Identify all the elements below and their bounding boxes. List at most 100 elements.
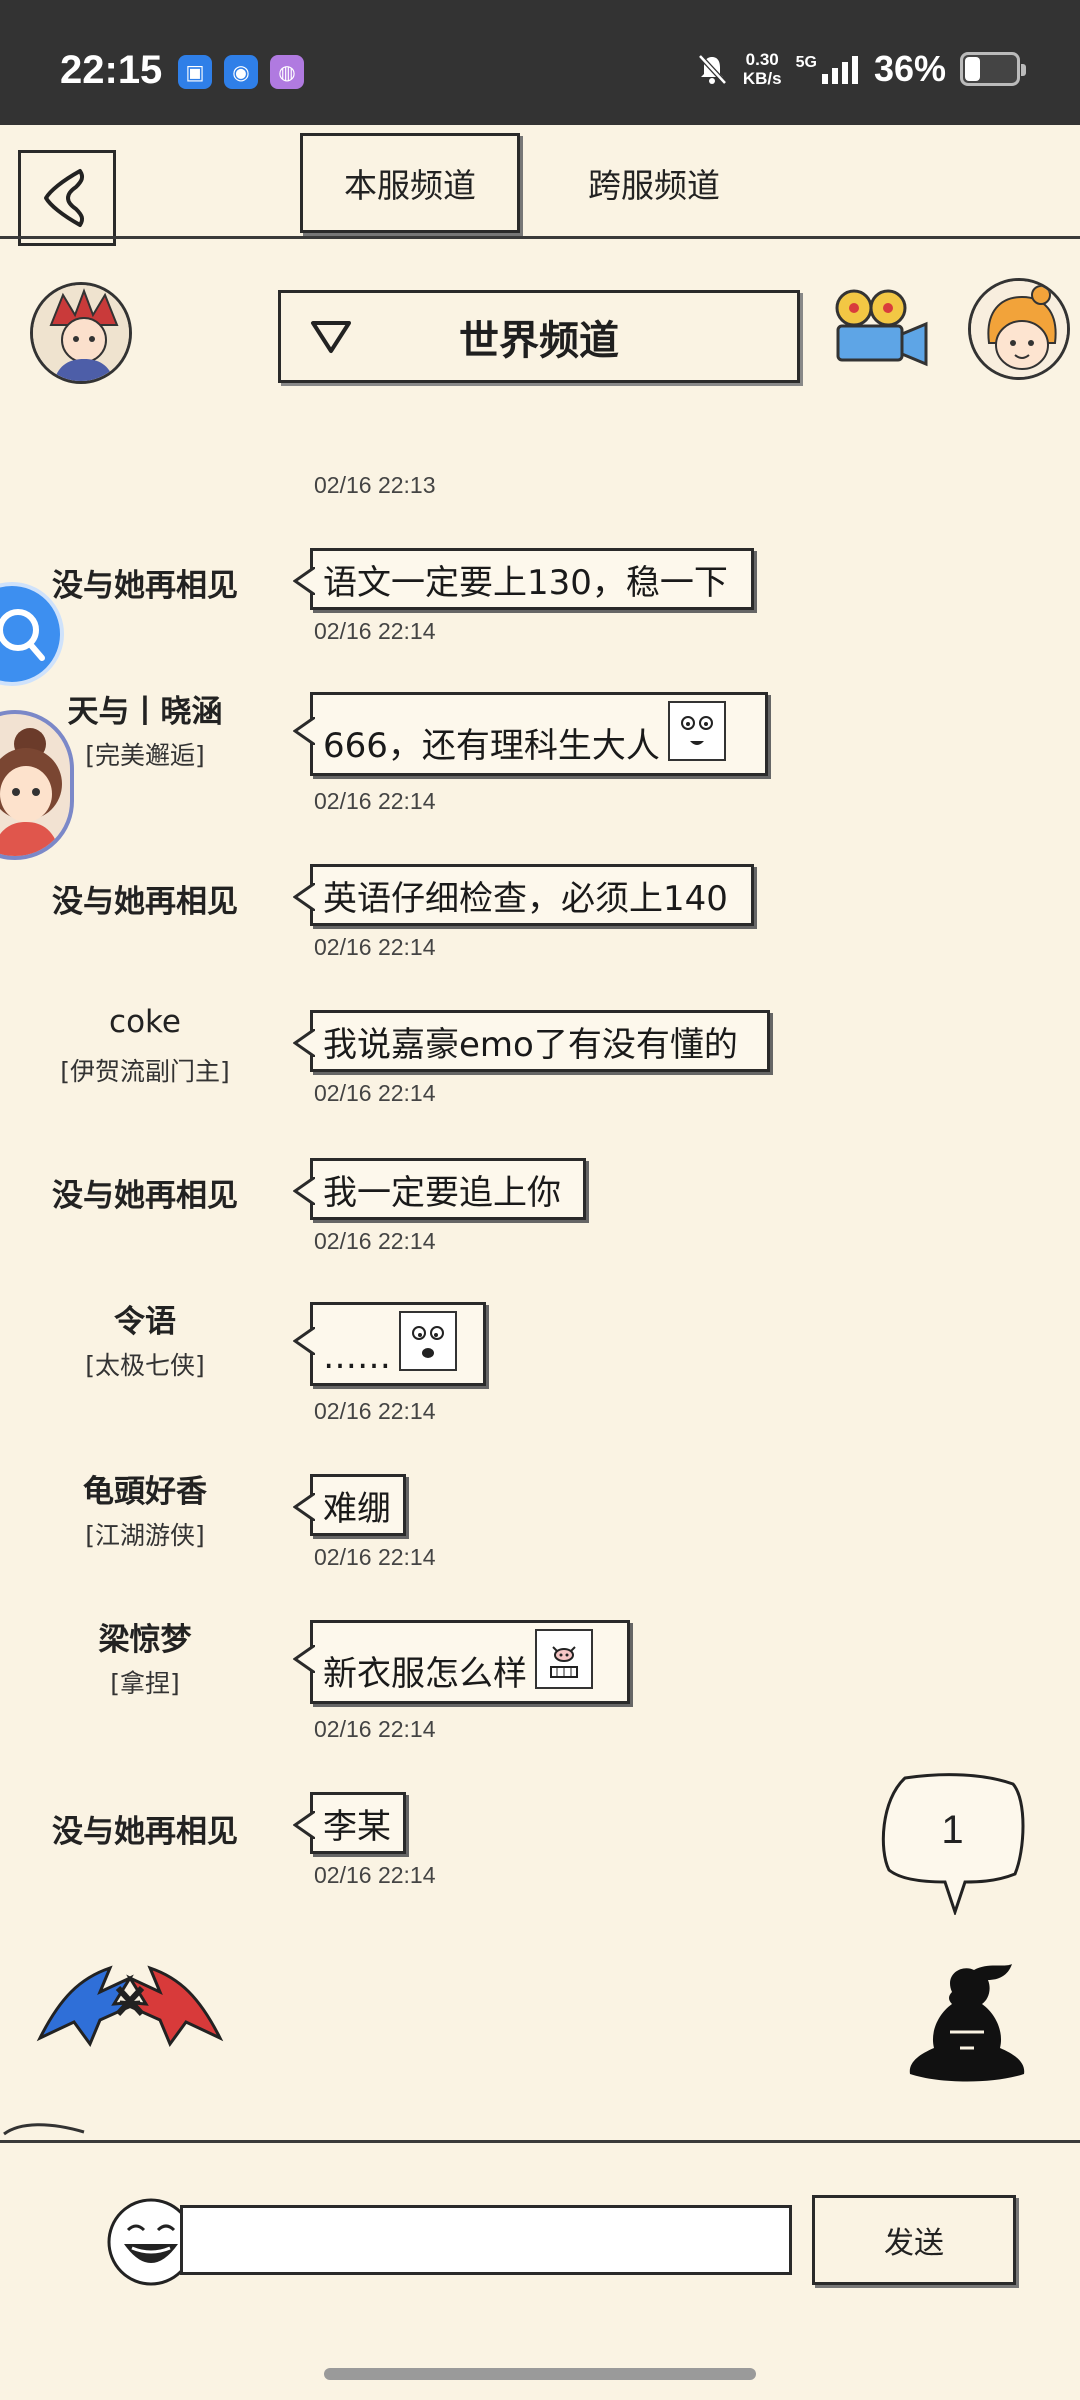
sender-name[interactable]: 没与她再相见 [52,884,238,920]
header-divider [0,236,1080,239]
message-timestamp: 02/16 22:14 [314,1398,436,1424]
message-timestamp: 02/16 22:14 [314,1862,436,1888]
sender-name[interactable]: 没与她再相见 [52,568,238,604]
message-bubble[interactable]: 666，还有理科生大人 [293,692,768,776]
message-bubble[interactable]: 英语仔细检查，必须上140 [293,864,754,926]
message-timestamp: 02/16 22:14 [314,788,436,814]
bubble-tail [293,567,315,595]
net-speed-value: 0.30 [745,50,779,69]
sender-title: [拿捏] [110,1669,180,1698]
tab-cross-server-label: 跨服频道 [588,166,720,205]
sender-name[interactable]: 梁惊梦 [98,1622,192,1658]
message-text: 新衣服怎么样 [323,1654,527,1694]
status-right: 0.30 KB/s 5G 36% [695,48,1026,90]
search-float-button[interactable] [0,582,64,686]
battery-percent: 36% [873,48,946,89]
send-button[interactable]: 发送 [812,2195,1016,2285]
cast-app-icon: ▣ [178,55,212,89]
message-timestamp: 02/16 22:14 [314,1716,436,1742]
sender-name[interactable]: coke [109,1004,181,1040]
status-bar: 22:15 ▣ ◉ ◍ 0.30 KB/s 5G 36% [0,0,1080,125]
pvp-crossed-fighters-icon[interactable] [30,1958,230,2050]
tab-cross-server[interactable]: 跨服频道 [544,133,764,233]
message-bubble[interactable]: …… [293,1302,486,1386]
message-timestamp: 02/16 22:14 [314,1544,436,1570]
message-bubble[interactable]: 难绷 [293,1474,406,1536]
message-bubble[interactable]: 新衣服怎么样 [293,1620,630,1704]
sender-name[interactable]: 令语 [114,1304,176,1340]
message-timestamp: 02/16 22:14 [314,1080,436,1106]
signal: 5G [796,54,860,84]
message-bubble[interactable]: 语文一定要上130，稳一下 [293,548,754,610]
send-button-label: 发送 [884,2226,944,2261]
companion-float-button[interactable] [0,710,74,860]
player-avatar-image [33,285,129,381]
bubble-tail [293,1327,315,1355]
home-indicator[interactable] [324,2368,756,2380]
pig-face-emoji-icon [535,1629,593,1689]
channel-select[interactable]: 世界频道 [278,290,800,383]
battery-icon [960,52,1026,86]
sketch-face-emoji-icon [399,1311,457,1371]
sender-name[interactable]: 没与她再相见 [52,1814,238,1850]
triangle-down-icon [311,321,351,353]
channel-title: 世界频道 [459,317,619,364]
player-avatar[interactable] [30,282,132,384]
sender-name[interactable]: 天与丨晓涵 [67,694,223,730]
back-button[interactable] [18,150,116,246]
message-bubble[interactable]: 李某 [293,1792,406,1854]
message-text: 英语仔细检查，必须上140 [323,878,728,919]
search-float-icon [0,609,45,661]
sender-title: [完美邂逅] [85,741,205,770]
message-text: 666，还有理科生大人 [323,726,660,766]
battery-fill [965,57,981,81]
bubble-tail [293,883,315,911]
bubble-tail [293,1177,315,1205]
network-type: 5G [795,54,817,71]
bubble-tail [293,1029,315,1057]
mute-bell-icon [698,54,727,85]
speech-bubble-icon [881,1773,1025,1915]
message-text: 我说嘉豪emo了有没有懂的 [323,1024,738,1065]
message-timestamp: 02/16 22:14 [314,934,436,960]
tab-local-server[interactable]: 本服频道 [300,133,520,233]
signal-bars-icon [821,56,858,84]
assistant-avatar-image [971,281,1067,377]
sender-title: [太极七侠] [85,1351,205,1380]
sender-title: [江湖游侠] [85,1521,205,1550]
hotspot-app-icon: ◉ [224,55,258,89]
message-timestamp: 02/16 22:14 [314,1228,436,1254]
chat-input[interactable] [180,2205,792,2275]
bubble-tail [293,1645,315,1673]
status-time: 22:15 [60,48,163,92]
laughing-face-icon[interactable] [104,2196,198,2288]
bubble-tail [293,1493,315,1521]
message-text: 难绷 [323,1488,391,1529]
assistant-avatar[interactable] [968,278,1070,380]
unread-message-bubble[interactable]: 1 [875,1770,1030,1915]
brush-flourish [3,2123,85,2136]
sender-title: [伊贺流副门主] [60,1057,230,1086]
bubble-tail [293,1811,315,1839]
message-timestamp: 02/16 22:13 [314,472,436,498]
input-divider [0,2140,1080,2143]
net-speed-unit: KB/s [742,69,782,88]
unread-count: 1 [941,1808,964,1852]
message-text: 我一定要追上你 [323,1172,561,1213]
message-text: 李某 [323,1806,391,1847]
sender-name[interactable]: 没与她再相见 [52,1178,238,1214]
companion-avatar-image [0,728,62,856]
bubble-tail [293,717,315,745]
video-camera-icon[interactable] [828,286,932,372]
message-bubble[interactable]: 我一定要追上你 [293,1158,586,1220]
message-text: 语文一定要上130，稳一下 [323,562,728,603]
message-timestamp: 02/16 22:14 [314,618,436,644]
sender-name[interactable]: 龟頭好香 [83,1474,207,1510]
message-bubble[interactable]: 我说嘉豪emo了有没有懂的 [293,1010,770,1072]
message-text: …… [323,1337,391,1377]
back-arrow-icon [44,169,85,227]
sketch-face-emoji-icon [667,701,726,761]
tab-local-server-label: 本服频道 [344,166,476,205]
meditating-figure-icon[interactable] [904,1962,1030,2086]
net-speed: 0.30 KB/s [743,50,782,88]
